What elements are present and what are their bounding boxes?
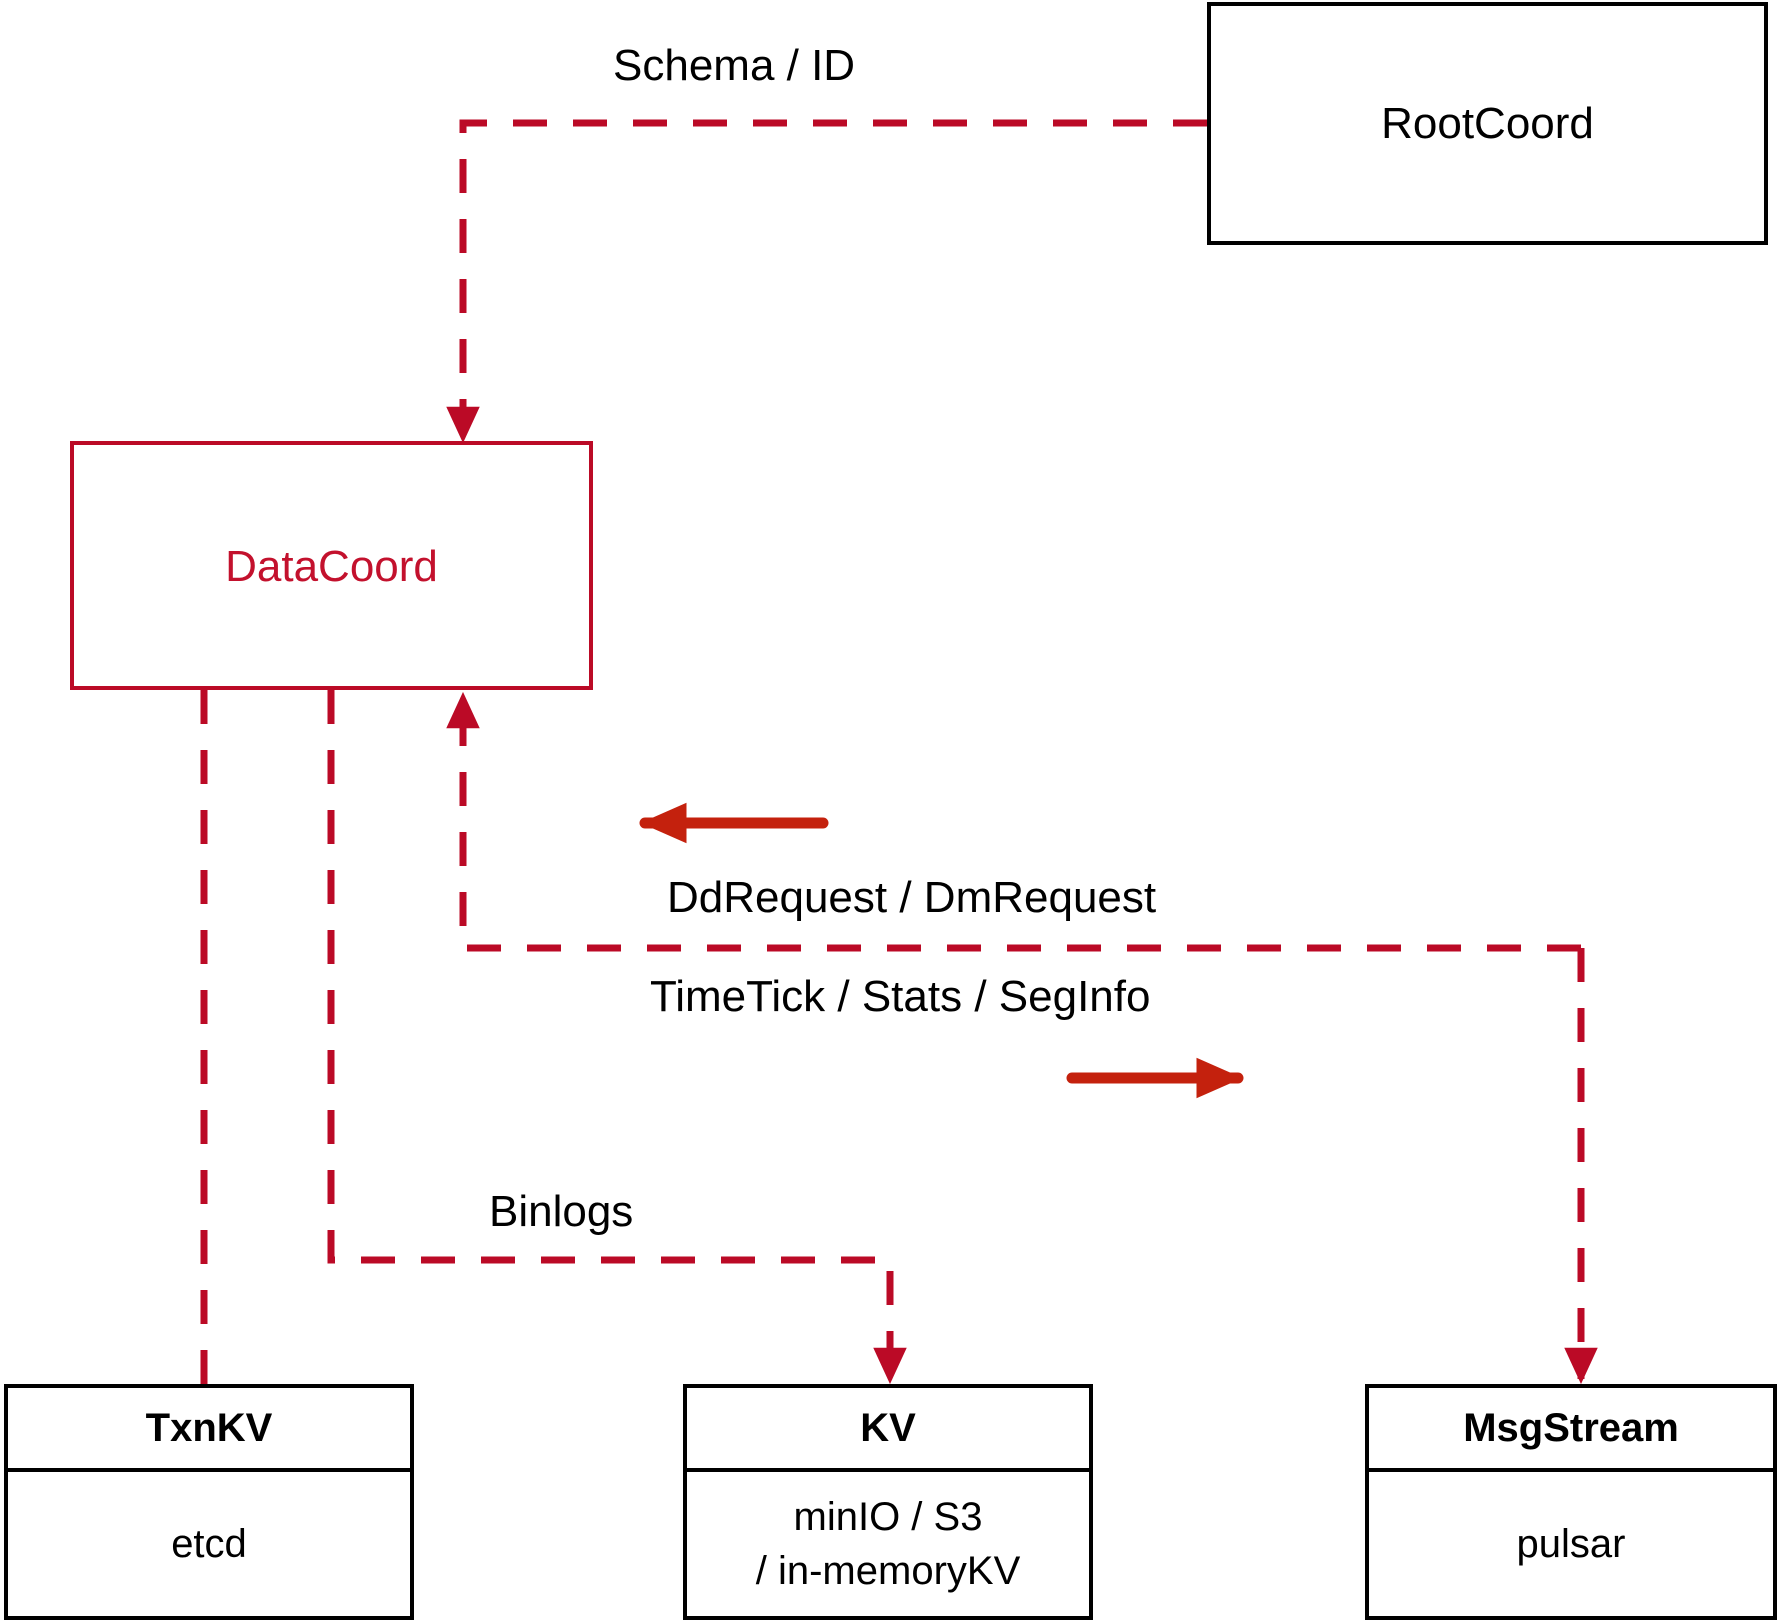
node-txnkv-label: TxnKV bbox=[8, 1388, 410, 1472]
node-kv-label: KV bbox=[687, 1388, 1089, 1472]
node-rootcoord-label: RootCoord bbox=[1381, 99, 1594, 148]
node-kv-impl: minIO / S3 / in-memoryKV bbox=[687, 1472, 1089, 1616]
node-txnkv[interactable]: TxnKV etcd bbox=[4, 1384, 414, 1620]
edge-schema-id bbox=[446, 119, 1207, 444]
node-rootcoord[interactable]: RootCoord bbox=[1207, 2, 1768, 245]
edge-ddrequest-dmrequest bbox=[446, 691, 1581, 952]
node-datacoord[interactable]: DataCoord bbox=[70, 441, 593, 690]
edge-binlogs bbox=[327, 690, 907, 1385]
node-msgstream-impl: pulsar bbox=[1369, 1472, 1773, 1616]
node-kv-impl-line1: minIO / S3 bbox=[793, 1495, 983, 1539]
edge-label-ddrequest-dmrequest: DdRequest / DmRequest bbox=[667, 873, 1157, 922]
edge-label-timetick-stats-seginfo: TimeTick / Stats / SegInfo bbox=[650, 972, 1151, 1021]
node-msgstream[interactable]: MsgStream pulsar bbox=[1365, 1384, 1777, 1620]
node-kv-impl-line2: / in-memoryKV bbox=[755, 1549, 1021, 1593]
node-kv[interactable]: KV minIO / S3 / in-memoryKV bbox=[683, 1384, 1093, 1620]
edge-label-binlogs: Binlogs bbox=[489, 1187, 634, 1236]
node-datacoord-label: DataCoord bbox=[225, 542, 438, 591]
node-msgstream-label: MsgStream bbox=[1369, 1388, 1773, 1472]
edge-label-schema-id: Schema / ID bbox=[613, 41, 856, 90]
node-msgstream-impl-text: pulsar bbox=[1516, 1522, 1626, 1566]
node-txnkv-impl-text: etcd bbox=[171, 1522, 247, 1566]
node-txnkv-impl: etcd bbox=[8, 1472, 410, 1616]
